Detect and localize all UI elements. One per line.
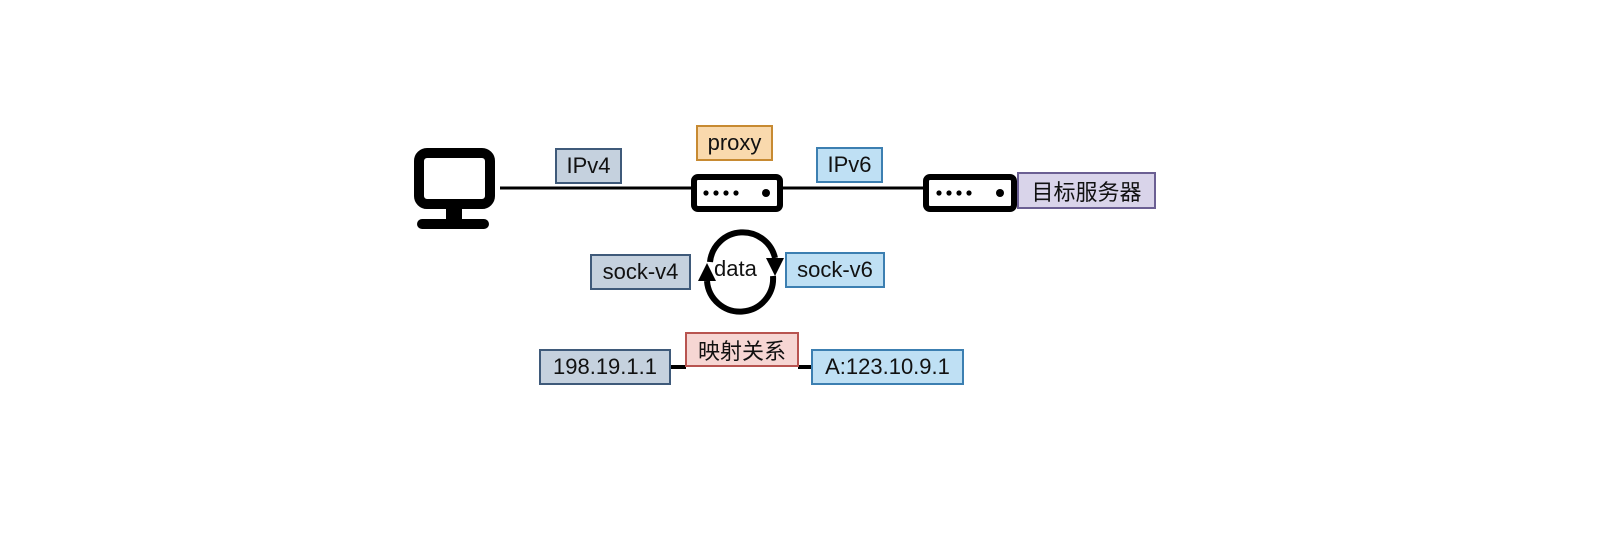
ipv6-address-label: A:123.10.9.1 (811, 349, 964, 385)
target-server-label: 目标服务器 (1017, 172, 1156, 209)
proxy-server-icon (691, 174, 783, 212)
computer-monitor-icon (414, 148, 495, 229)
data-label: data (714, 256, 757, 281)
mapping-label: 映射关系 (685, 332, 799, 367)
proxy-label: proxy (696, 125, 773, 161)
ipv6-label: IPv6 (816, 147, 883, 183)
sock-v4-label: sock-v4 (590, 254, 691, 290)
ipv4-label: IPv4 (555, 148, 622, 184)
sock-v6-label: sock-v6 (785, 252, 885, 288)
refresh-cycle-icon (698, 229, 784, 315)
target-server-icon (923, 174, 1017, 212)
ipv4-address-label: 198.19.1.1 (539, 349, 671, 385)
